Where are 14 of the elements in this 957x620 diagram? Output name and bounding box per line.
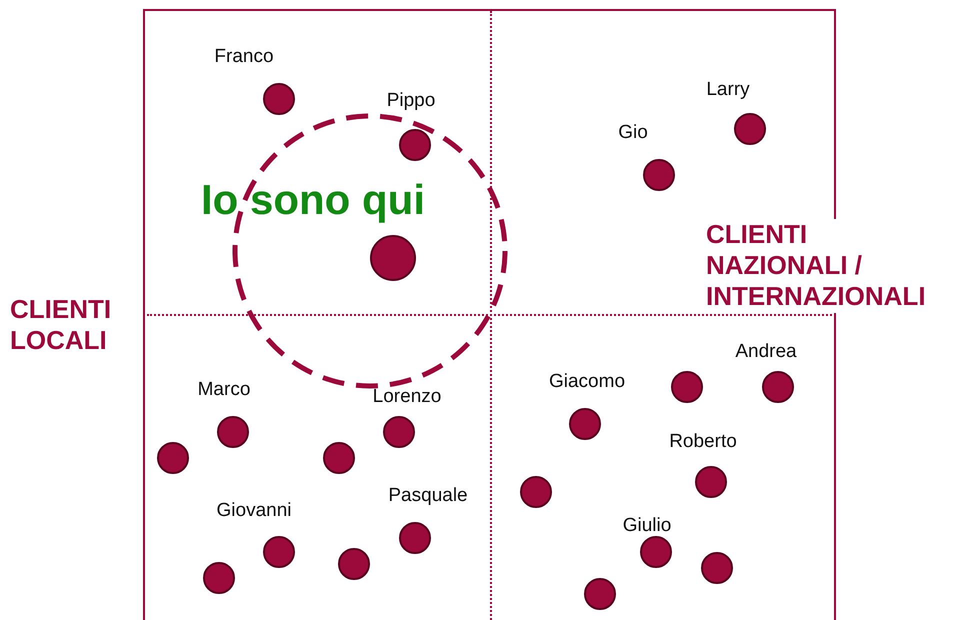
name-label: Andrea xyxy=(735,341,797,363)
name-label: Gio xyxy=(618,122,648,144)
name-label: Lorenzo xyxy=(372,386,442,408)
name-label: Giacomo xyxy=(548,371,626,393)
name-label: Pippo xyxy=(386,90,436,112)
name-label: Franco xyxy=(214,46,274,68)
name-label: Marco xyxy=(198,379,250,401)
name-label: Giovanni xyxy=(216,500,292,522)
name-label: Roberto xyxy=(669,431,737,453)
axis-label: CLIENTI NAZIONALI / INTERNAZIONALI xyxy=(706,219,926,313)
name-label: Giulio xyxy=(622,515,672,537)
name-label: Larry xyxy=(706,79,750,101)
name-label: Pasquale xyxy=(388,485,468,507)
region-label: Io sono qui xyxy=(201,176,425,224)
